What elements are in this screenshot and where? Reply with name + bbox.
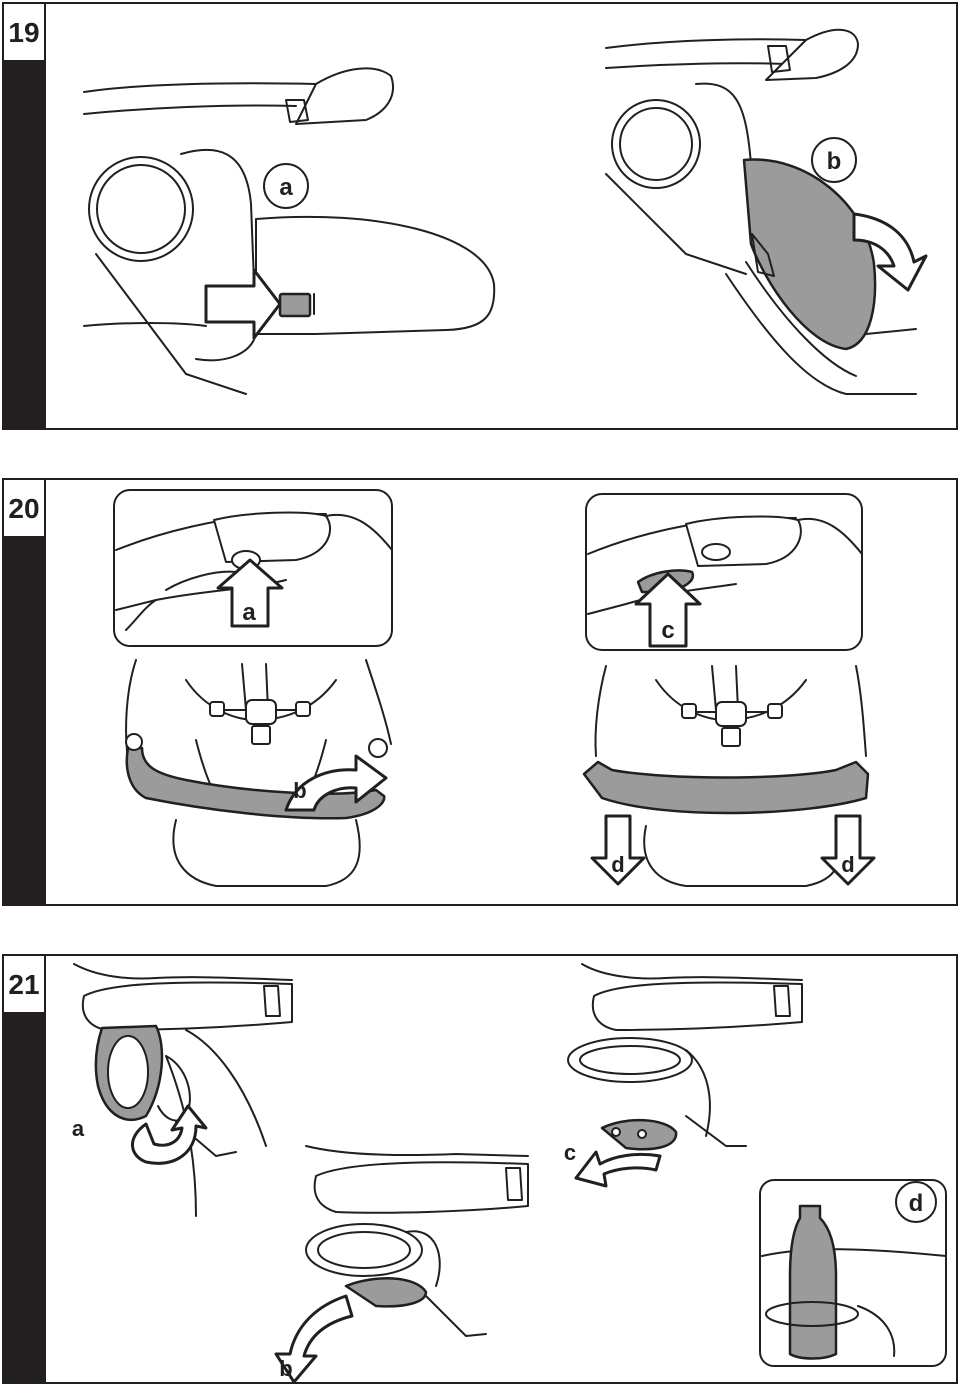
armrest-scene-right: b <box>605 28 928 395</box>
step-20-illustration: a b <box>113 489 876 887</box>
bumper-bar-highlight <box>582 760 870 815</box>
push-arrow-icon <box>216 558 284 628</box>
label-d: d <box>611 852 624 877</box>
step-number: 19 <box>4 4 46 62</box>
label-d: d <box>841 852 854 877</box>
step-19-illustration: a b <box>83 28 928 395</box>
label-d: d <box>909 1190 924 1217</box>
rotate-arrow-icon <box>574 1150 662 1188</box>
label-a: a <box>242 599 256 626</box>
label-c: c <box>661 617 674 644</box>
step-band <box>4 956 46 1382</box>
bottle-icon <box>788 1204 838 1360</box>
detail-inset-bottle: d <box>759 1179 947 1367</box>
label-b: b <box>279 1356 292 1381</box>
down-arrow-icon <box>274 1294 354 1382</box>
lid-highlight <box>344 1277 428 1308</box>
cup-holder-scene-c: c <box>564 963 803 1188</box>
seat-scene-right: d d <box>582 665 876 887</box>
down-arrow-icon <box>820 814 876 886</box>
step-19-panel: 19 a <box>2 2 958 430</box>
label-c: c <box>564 1140 576 1165</box>
step-21-illustration: a b c <box>72 963 947 1382</box>
label-b: b <box>827 148 842 175</box>
rotate-arrow-icon <box>131 1104 208 1165</box>
cup-holder-scene-a: a <box>72 963 293 1217</box>
rotate-arrow-icon <box>852 212 928 292</box>
rotate-arrow-icon <box>284 754 388 812</box>
detail-inset-left: a <box>113 489 393 647</box>
step-band <box>4 480 46 904</box>
step-21-panel: 21 a b <box>2 954 958 1384</box>
label-a: a <box>279 174 293 201</box>
step-number: 21 <box>4 956 46 1014</box>
push-arrow-icon <box>204 268 282 340</box>
step-number: 20 <box>4 480 46 538</box>
step-band <box>4 4 46 428</box>
seat-scene-left: b <box>125 659 392 887</box>
cup-holder-scene-b: b <box>274 1145 529 1382</box>
armrest-highlight <box>742 158 877 351</box>
label-b: b <box>293 778 306 803</box>
label-a: a <box>72 1116 85 1141</box>
push-arrow-icon <box>634 572 702 648</box>
detail-inset-right: c <box>585 493 863 651</box>
armrest-scene-left: a <box>83 67 496 395</box>
step-20-panel: 20 a <box>2 478 958 906</box>
down-arrow-icon <box>590 814 646 886</box>
